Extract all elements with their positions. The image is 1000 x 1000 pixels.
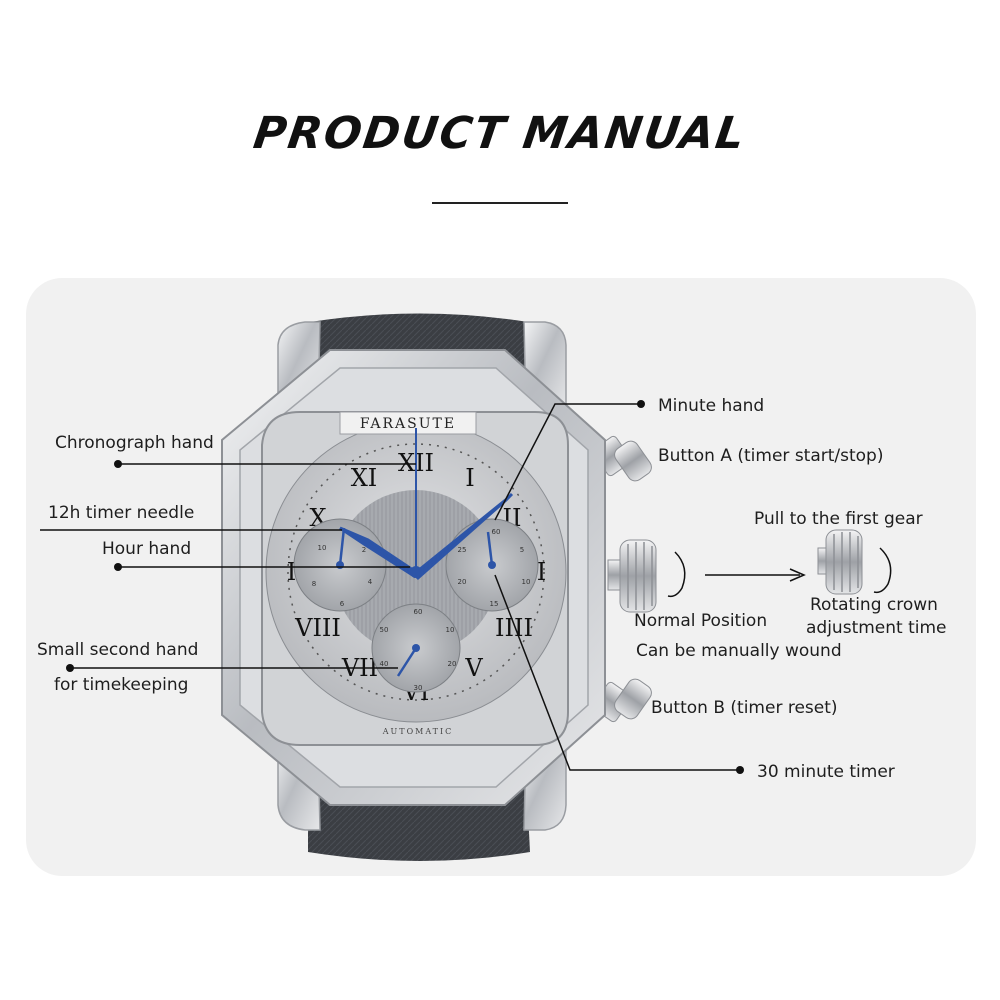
subdial-bottom-num: 10	[446, 626, 455, 634]
subdial-left-num: 8	[312, 580, 316, 588]
label-minute-hand: Minute hand	[658, 396, 764, 416]
subdial-left-num: 10	[318, 544, 327, 552]
label-small-second-1: Small second hand	[37, 640, 198, 660]
numeral-v: V	[464, 654, 483, 682]
label-chronograph-hand: Chronograph hand	[55, 433, 214, 453]
subdial-right-hand	[486, 531, 494, 566]
leader-small-second	[66, 664, 398, 672]
label-rotating-crown-1: Rotating crown	[810, 595, 938, 615]
rotate-arrow-icon	[873, 547, 892, 594]
small-second-hand	[396, 647, 418, 677]
label-30-minute: 30 minute timer	[757, 762, 895, 782]
crown	[607, 539, 657, 613]
subdial-bottom-num: 40	[380, 660, 389, 668]
subdial-bottom-num: 20	[448, 660, 457, 668]
arrow-right-icon	[705, 568, 806, 582]
label-12h-timer: 12h timer needle	[48, 503, 194, 523]
label-button-b: Button B (timer reset)	[651, 698, 838, 718]
numeral-xi: XI	[351, 464, 378, 492]
subdial-bottom-num: 60	[414, 608, 423, 616]
leader-hour-hand	[114, 563, 410, 571]
subdial-right-num: 25	[458, 546, 467, 554]
brand-name: FARASUTE	[360, 416, 456, 432]
numeral-iiii: IIII	[495, 614, 533, 642]
roman-numerals: XII I II III IIII V VI VII VIII IX X XI	[287, 449, 547, 706]
label-button-a: Button A (timer start/stop)	[658, 446, 883, 466]
subdial-left-num: 2	[362, 546, 366, 554]
leader-minute-hand	[494, 400, 645, 521]
title-divider	[432, 202, 568, 204]
subdial-left-hand	[338, 527, 346, 566]
hand-hub	[410, 566, 422, 578]
numeral-i: I	[465, 464, 474, 492]
leader-chronograph	[114, 460, 416, 468]
label-normal-position: Normal Position	[634, 611, 767, 631]
label-hour-hand: Hour hand	[102, 539, 191, 559]
brand-plate	[339, 411, 477, 435]
subdial-right-num: 5	[520, 546, 524, 554]
label-pull-first-gear: Pull to the first gear	[754, 509, 923, 529]
rotate-arrow-icon	[667, 551, 686, 598]
subdial-hub	[336, 561, 344, 569]
subdial-left-num: 4	[368, 578, 373, 586]
label-manually-wound: Can be manually wound	[636, 641, 842, 661]
subdial-right-num: 60	[492, 528, 501, 536]
subdial-right-num: 15	[490, 600, 499, 608]
dial-minute-track	[287, 443, 545, 701]
subdial-left-num: 6	[340, 600, 345, 608]
numeral-viii: VIII	[294, 614, 341, 642]
subdial-right-num: 10	[522, 578, 531, 586]
label-small-second-2: for timekeeping	[54, 675, 188, 695]
leader-30-minute	[494, 574, 744, 774]
subdial-right-num: 20	[458, 578, 467, 586]
crown-pulled	[817, 529, 863, 595]
subdial-bottom-num: 30	[414, 684, 423, 692]
label-rotating-crown-2: adjustment time	[806, 618, 947, 638]
subdial-bottom-num: 50	[380, 626, 389, 634]
subdial-hub	[412, 644, 420, 652]
subdial-hub	[488, 561, 496, 569]
dial-automatic: AUTOMATIC	[382, 727, 454, 736]
